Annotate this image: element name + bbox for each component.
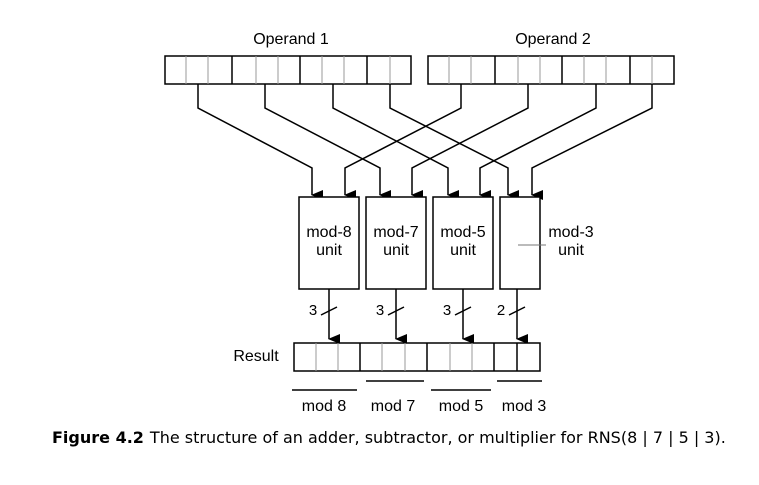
mod-8-unit: mod-8 unit [298,196,360,290]
range-mod-3: mod 3 [502,398,547,415]
operand-1-register [164,55,412,85]
result-label: Result [233,348,279,365]
svg-text:unit: unit [383,242,409,259]
svg-text:unit: unit [558,242,584,259]
mod-7-unit: mod-7 unit [365,196,427,290]
svg-text:mod-3: mod-3 [548,224,593,241]
mod-5-unit: mod-5 unit [432,196,494,290]
figure-caption-text: The structure of an adder, subtractor, o… [149,428,726,447]
svg-text:mod-7: mod-7 [373,224,418,241]
figure-caption: Figure 4.2 The structure of an adder, sub… [52,428,752,447]
operand-1-wires [197,84,519,200]
range-brackets [292,380,542,391]
svg-text:unit: unit [316,242,342,259]
svg-text:unit: unit [450,242,476,259]
range-mod-8: mod 8 [302,398,347,415]
result-register [293,342,541,372]
figure-number: Figure 4.2 [52,428,144,447]
bits-mod-5: 3 [443,302,451,319]
range-mod-5: mod 5 [439,398,484,415]
operand-2-register [427,55,675,85]
operand-2-label: Operand 2 [515,31,591,48]
operand-2-wires [344,84,653,200]
mod-3-unit: mod-3 unit [499,196,594,290]
bits-mod-8: 3 [309,302,317,319]
operand-1-label: Operand 1 [253,31,329,48]
output-wires [320,289,528,344]
bits-mod-3: 2 [497,302,505,319]
svg-text:mod-5: mod-5 [440,224,485,241]
bits-mod-7: 3 [376,302,384,319]
svg-text:mod-8: mod-8 [306,224,351,241]
range-mod-7: mod 7 [371,398,416,415]
